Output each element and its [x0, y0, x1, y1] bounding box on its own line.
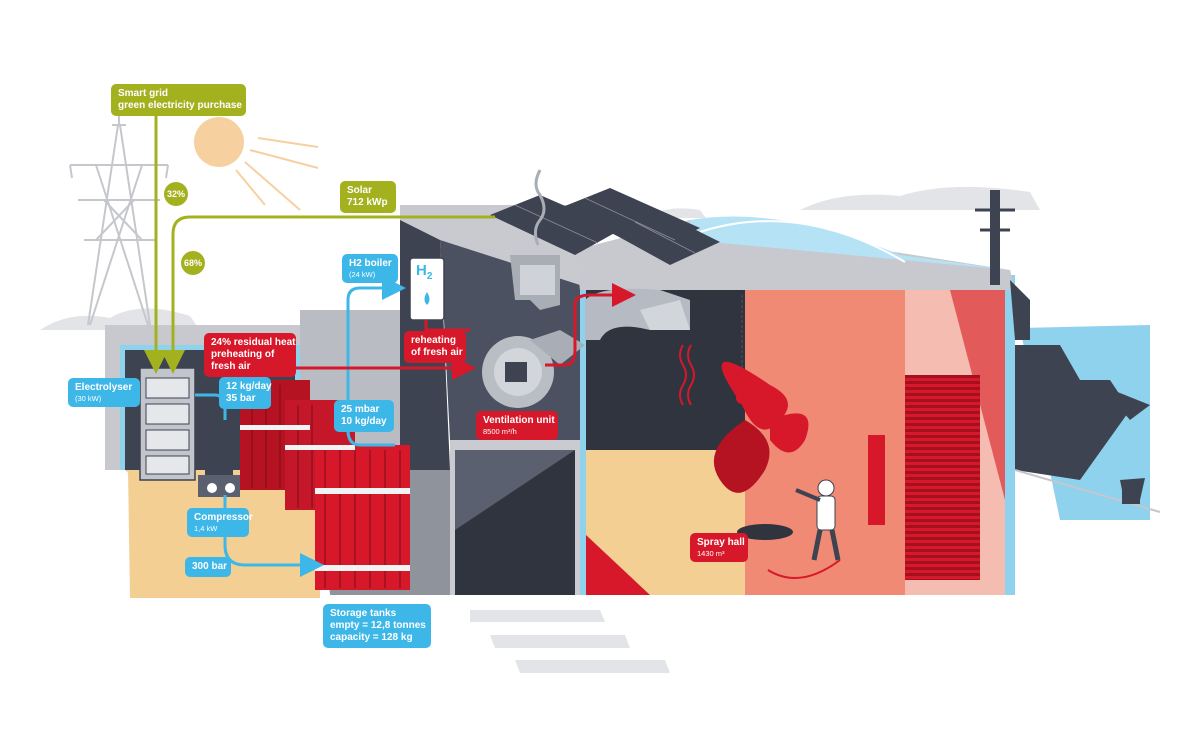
smart-grid-label: Smart grid green electricity purchase	[111, 84, 246, 116]
green-power-lines	[144, 110, 495, 374]
road-markings	[470, 610, 670, 673]
h2-boiler-title: H2 boiler	[349, 258, 392, 269]
boiler-feed-line2: 10 kg/day	[341, 416, 387, 427]
compressor-unit	[198, 420, 240, 497]
production-rate-line2: 35 bar	[226, 393, 256, 404]
compressor-title: Compressor	[194, 512, 253, 523]
solar-share-68: 68%	[181, 251, 205, 275]
smart-grid-label-line1: Smart grid	[118, 88, 169, 99]
boiler-feed-line1: 25 mbar	[341, 404, 380, 415]
residual-heat-line2: preheating of	[211, 349, 275, 360]
residual-heat-line1: 24% residual heat	[211, 337, 296, 348]
bollard	[1122, 482, 1140, 504]
spray-hall-volume: 1430 m³	[697, 549, 725, 558]
smart-grid-label-line2: green electricity purchase	[118, 100, 242, 111]
spray-hall-title: Spray hall	[697, 537, 745, 548]
storage-tanks-line1: Storage tanks	[330, 608, 397, 619]
h2-symbol: H2	[416, 263, 432, 285]
compressor-label: Compressor 1,4 kW	[187, 508, 253, 537]
spray-hall-building	[575, 216, 1015, 595]
pressure-300-label: 300 bar	[185, 557, 231, 577]
heat-waves	[679, 344, 687, 406]
electrolyser-unit	[139, 367, 196, 481]
sun	[194, 117, 319, 211]
electrolyser-label: Electrolyser (30 kW)	[68, 378, 140, 407]
storage-tanks-label: Storage tanks empty = 12,8 tonnes capaci…	[323, 604, 431, 648]
propeller	[713, 361, 809, 540]
compressor-power: 1,4 kW	[194, 524, 218, 533]
residual-heat-label: 24% residual heat preheating of fresh ai…	[204, 333, 296, 377]
solar-label-line1: Solar	[347, 185, 373, 196]
residual-heat-line3: fresh air	[211, 361, 251, 372]
spray-hall-label: Spray hall 1430 m³	[690, 533, 748, 562]
boiler-feed-label: 25 mbar 10 kg/day	[334, 400, 394, 432]
reheating-label: reheating of fresh air	[404, 331, 466, 363]
clouds	[40, 186, 1040, 330]
solar-label-line2: 712 kWp	[347, 197, 388, 208]
reheating-line1: reheating	[411, 335, 457, 346]
ventilation-ducts	[482, 255, 690, 408]
spray-painter	[767, 479, 841, 579]
storage-tanks-line2: empty = 12,8 tonnes	[330, 620, 426, 631]
electrolyser-title: Electrolyser	[75, 382, 133, 393]
exhaust-plume	[533, 169, 546, 246]
ventilation-unit-title: Ventilation unit	[483, 415, 555, 426]
production-rate-label: 12 kg/day 35 bar	[219, 377, 272, 409]
solar-panels	[490, 188, 720, 265]
pressure-300-text: 300 bar	[192, 561, 228, 572]
grid-share-32: 32%	[164, 182, 188, 206]
ventilation-unit-flow: 8500 m³/h	[483, 427, 517, 436]
h2-symbol-subscript: 2	[426, 271, 433, 282]
electrolyser-power: (30 kW)	[75, 394, 102, 403]
h2-symbol-letter: H	[416, 262, 427, 279]
storage-tanks-line3: capacity = 128 kg	[330, 632, 413, 643]
h2-boiler-power: (24 kW)	[349, 270, 376, 279]
reheating-line2: of fresh air	[411, 347, 463, 358]
heat-flow-lines	[295, 283, 636, 380]
production-rate-line1: 12 kg/day	[226, 381, 272, 392]
ventilation-unit-label: Ventilation unit 8500 m³/h	[476, 411, 558, 440]
solar-label: Solar 712 kWp	[340, 181, 396, 213]
power-pylon	[69, 100, 169, 326]
h2-boiler-label: H2 boiler (24 kW)	[342, 254, 398, 283]
storage-tanks	[240, 380, 410, 590]
